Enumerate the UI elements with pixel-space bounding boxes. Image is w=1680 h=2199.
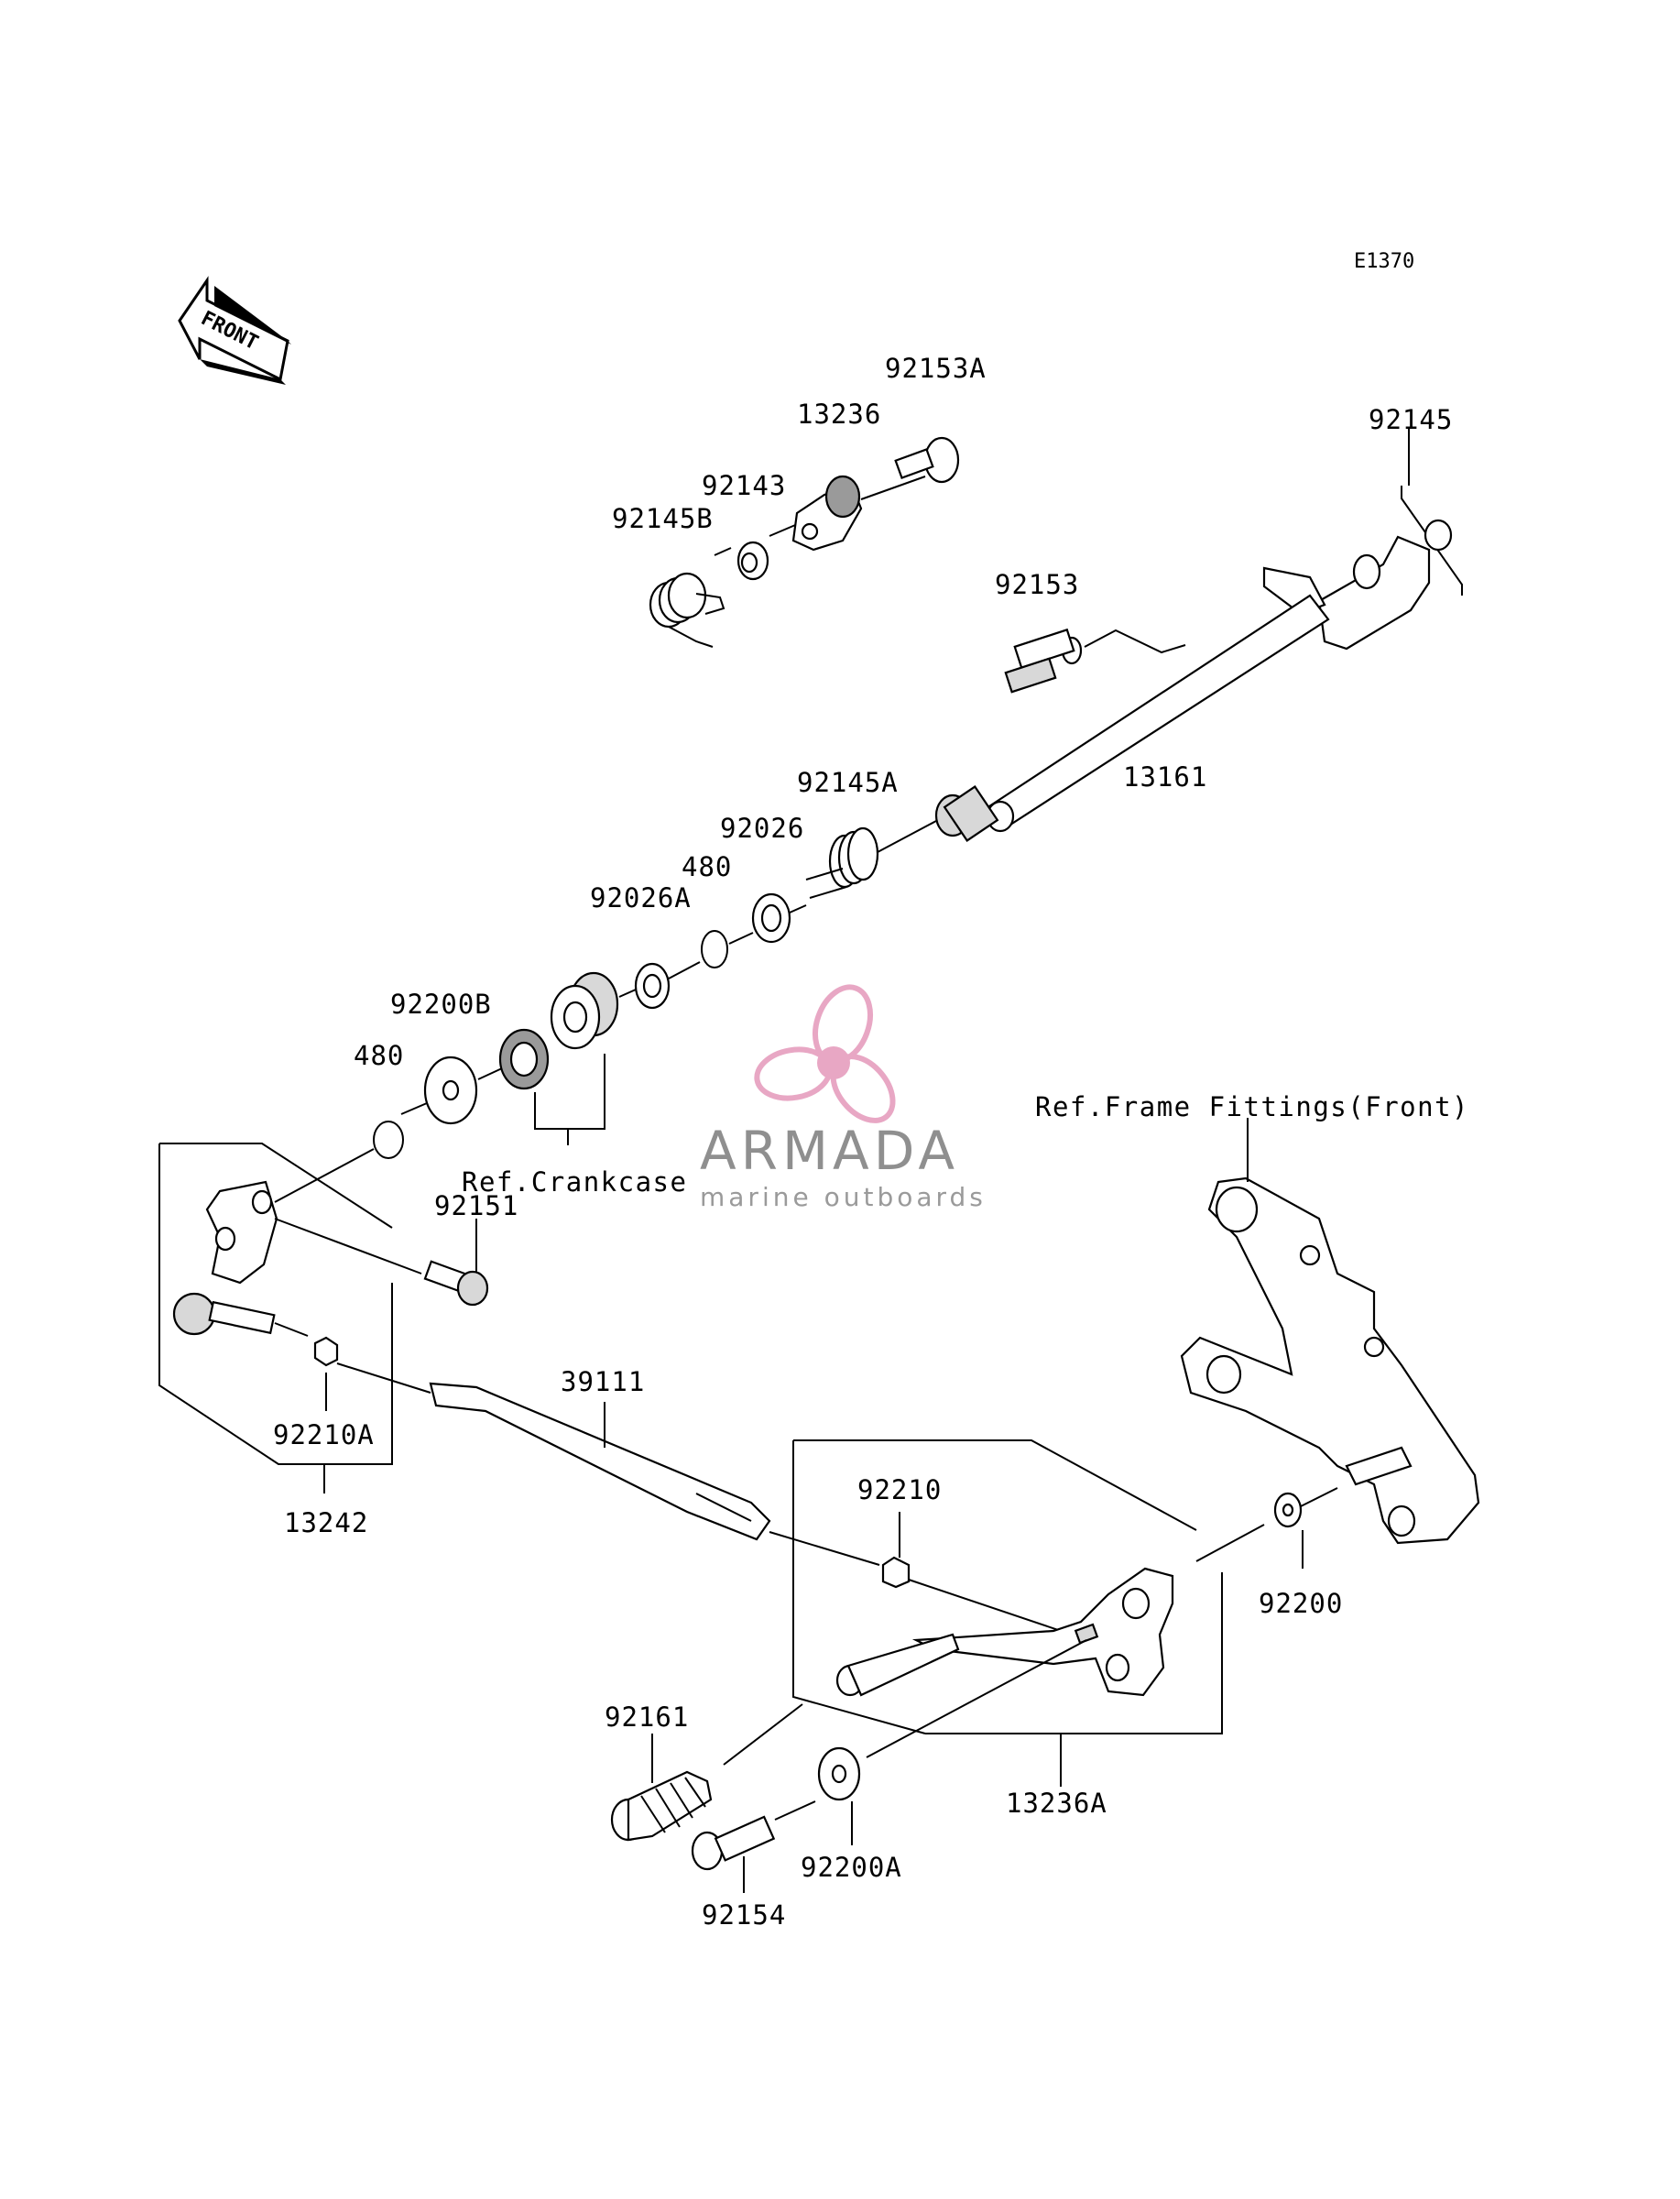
label-ref-crankcase: Ref.Crankcase	[462, 1166, 687, 1198]
circlip-480-upper	[701, 930, 754, 968]
label-92200B: 92200B	[390, 989, 492, 1020]
watermark-tagline: marine outboards	[700, 1182, 987, 1212]
front-arrow-icon: FRONT	[178, 276, 291, 385]
washer-92200	[1273, 1487, 1338, 1569]
label-92161: 92161	[605, 1701, 689, 1733]
bolt-92153A	[894, 436, 960, 484]
label-92145A: 92145A	[797, 767, 899, 798]
label-92145B: 92145B	[612, 503, 714, 534]
diagram-code: E1370	[1354, 250, 1414, 273]
washer-92026A	[634, 961, 701, 1010]
shift-pedal-13236A	[835, 1567, 1174, 1697]
label-ref-frame-fittings: Ref.Frame Fittings(Front)	[1035, 1091, 1469, 1122]
label-13236: 13236	[797, 399, 881, 430]
bolt-92154	[691, 1800, 816, 1893]
bolt-92153	[1004, 628, 1186, 694]
watermark-brand: ARMADA	[700, 1120, 959, 1182]
washer-92200A	[817, 1639, 1087, 1845]
label-92153A: 92153A	[885, 353, 987, 384]
label-92154: 92154	[702, 1899, 786, 1931]
bolt-92151	[423, 1260, 489, 1307]
label-92026A: 92026A	[590, 882, 692, 914]
frame-fitting-bracket	[1180, 1176, 1480, 1545]
watermark-logo: ARMADA marine outboards	[700, 984, 987, 1212]
label-92026: 92026	[720, 813, 804, 844]
tie-rod-39111	[429, 1382, 771, 1541]
label-92200A: 92200A	[801, 1852, 902, 1883]
label-92200: 92200	[1259, 1588, 1343, 1619]
label-13236A: 13236A	[1006, 1788, 1107, 1819]
washer-92200B	[400, 1056, 478, 1125]
label-92210A: 92210A	[273, 1419, 375, 1450]
label-13242: 13242	[284, 1507, 368, 1538]
label-92151: 92151	[434, 1190, 518, 1221]
propeller-icon	[754, 984, 896, 1123]
label-92153: 92153	[995, 569, 1079, 600]
shift-lever-13236	[791, 475, 863, 552]
needle-bearing	[550, 971, 637, 1050]
collar-92143	[736, 541, 769, 581]
label-480-upper: 480	[682, 851, 732, 882]
spring-92145A	[805, 820, 937, 899]
nut-92210A	[313, 1336, 339, 1411]
oil-seal	[477, 1028, 550, 1090]
spring-92145B	[649, 572, 725, 648]
washer-92026	[751, 892, 807, 944]
nut-92210	[881, 1512, 1078, 1637]
label-92143: 92143	[702, 470, 786, 501]
clip-92145	[1401, 427, 1463, 596]
shift-shaft-13161	[934, 535, 1431, 842]
label-13161: 13161	[1123, 761, 1207, 793]
label-92145: 92145	[1369, 404, 1453, 435]
label-480-lower: 480	[354, 1040, 404, 1071]
pedal-rubber-92161	[610, 1703, 803, 1842]
label-39111: 39111	[561, 1366, 645, 1397]
circlip-480-lower	[274, 1121, 404, 1203]
label-92210: 92210	[857, 1474, 942, 1505]
shift-lever-13242	[172, 1180, 278, 1336]
